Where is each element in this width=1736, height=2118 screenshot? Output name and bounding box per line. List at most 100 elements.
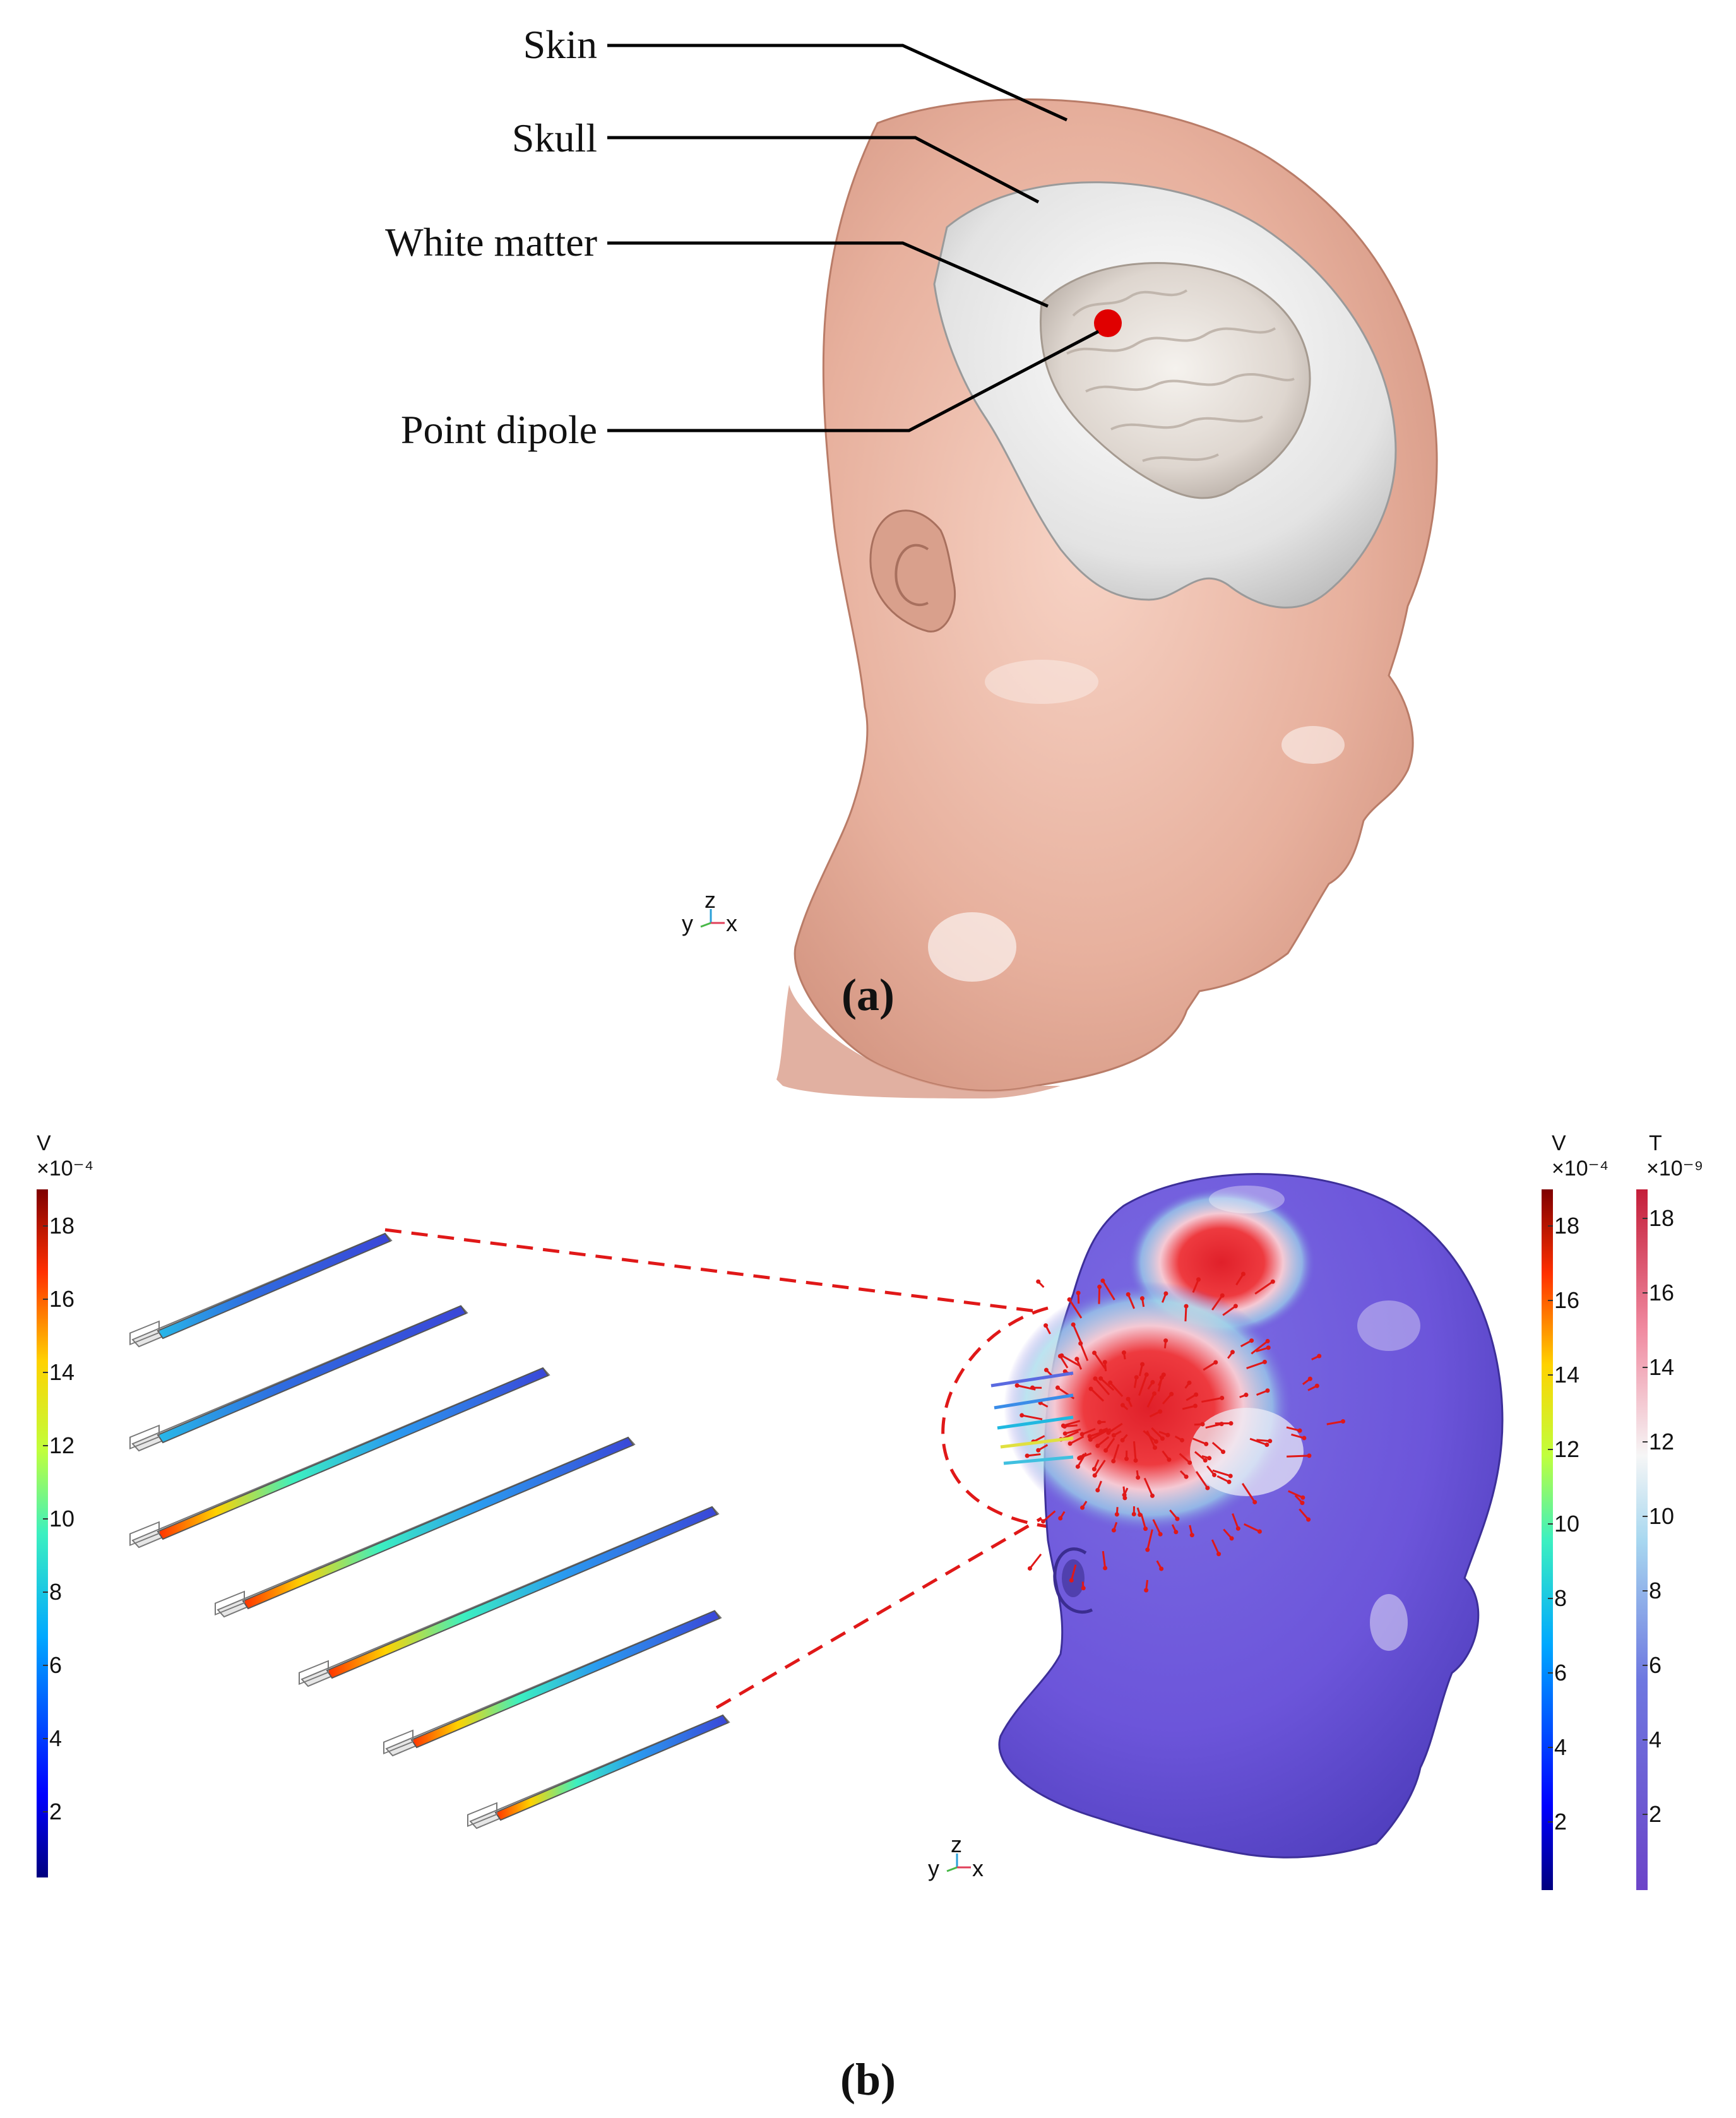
field-arrow-head: [1036, 1279, 1041, 1284]
field-arrow-head: [1158, 1409, 1163, 1414]
field-arrow-head: [1138, 1512, 1143, 1517]
field-arrow-head: [1102, 1360, 1107, 1365]
field-arrow-head: [1227, 1479, 1232, 1484]
field-arrow-head: [1075, 1464, 1080, 1469]
field-arrow: [1254, 1280, 1274, 1295]
field-arrow-head: [1220, 1293, 1225, 1298]
field-arrow-head: [1262, 1359, 1267, 1364]
field-arrow-head: [1268, 1439, 1273, 1444]
field-arrow-head: [1121, 1350, 1126, 1355]
field-arrow-head: [1100, 1278, 1105, 1283]
colorbar-right-v-scale: ×10⁻⁴: [1552, 1157, 1608, 1181]
colorbar-left-unit: V: [37, 1131, 51, 1155]
field-arrow: [1244, 1523, 1261, 1533]
field-arrow: [1094, 1377, 1110, 1396]
colorbar-right-v-tick-label: 14: [1554, 1362, 1579, 1388]
field-arrow-head: [1041, 1519, 1046, 1524]
field-arrow: [1192, 1279, 1199, 1293]
field-arrow: [1146, 1393, 1155, 1408]
field-arrow-head: [1027, 1566, 1032, 1571]
field-arrow: [1079, 1343, 1089, 1362]
field-arrow-head: [1212, 1472, 1217, 1477]
field-arrow-head: [1150, 1493, 1155, 1498]
field-arrow: [1069, 1436, 1085, 1445]
field-arrow-head: [1143, 1526, 1148, 1532]
field-arrow: [1286, 1426, 1300, 1432]
colorbar-right-v-unit: V: [1552, 1131, 1566, 1155]
field-arrow-head: [1111, 1458, 1116, 1463]
field-arrow-head: [1079, 1432, 1085, 1437]
field-arrow-head: [1229, 1536, 1234, 1541]
field-arrow: [1212, 1469, 1231, 1477]
axis-y-label: y: [682, 910, 693, 936]
field-arrow-head: [1163, 1338, 1168, 1343]
colorbar-left-tick-label: 6: [49, 1652, 62, 1678]
field-arrow-head: [1213, 1360, 1218, 1365]
axis-triad-b: y z x: [928, 1831, 984, 1881]
field-arrow: [1100, 1377, 1115, 1391]
field-arrow: [1195, 1471, 1209, 1489]
colorbar-left-scale: ×10⁻⁴: [37, 1157, 93, 1181]
field-arrow: [1026, 1453, 1041, 1457]
field-arrow-head: [1302, 1436, 1307, 1441]
field-arrow: [1072, 1324, 1083, 1345]
colorbar-right-t-tick-label: 6: [1649, 1652, 1662, 1678]
colorbar-right-t-tick-label: 16: [1649, 1280, 1674, 1306]
field-arrow-head: [1126, 1292, 1131, 1297]
field-arrow-head: [1265, 1338, 1270, 1343]
field-arrow-head: [1103, 1566, 1108, 1571]
field-arrow: [1105, 1437, 1115, 1451]
field-arrow-head: [1097, 1284, 1102, 1289]
field-arrow-head: [1207, 1456, 1212, 1461]
field-arrow: [1192, 1437, 1207, 1445]
sensor-array: [129, 1232, 730, 1829]
field-arrow-head: [1187, 1460, 1192, 1465]
field-arrow-head: [1265, 1388, 1270, 1393]
field-arrow: [1138, 1374, 1148, 1396]
colorbar-right-t-gradient: [1636, 1189, 1648, 1890]
field-arrow-head: [1169, 1391, 1174, 1396]
field-arrow: [1232, 1513, 1239, 1529]
sensor-strip: [129, 1305, 468, 1452]
field-arrow-head: [1059, 1353, 1064, 1358]
field-arrow: [1205, 1423, 1222, 1429]
axis-z-label-b: z: [951, 1831, 962, 1857]
field-arrow-head: [1158, 1532, 1163, 1537]
panel-a: Skin Skull White matter Point dipole y z…: [385, 22, 1438, 1098]
field-arrow-head: [1205, 1485, 1210, 1490]
field-arrow-head: [1228, 1473, 1233, 1478]
sensor-strip: [299, 1506, 720, 1687]
colorbar-right-t-tick-label: 14: [1649, 1354, 1674, 1380]
field-arrow: [1201, 1396, 1223, 1403]
field-arrow-head: [1095, 1443, 1100, 1448]
field-arrow-head: [1194, 1392, 1199, 1397]
field-arrow-head: [1095, 1488, 1100, 1493]
field-arrow-head: [1020, 1413, 1025, 1418]
field-arrow: [1077, 1452, 1087, 1467]
field-arrow-head: [1078, 1341, 1083, 1346]
field-arrow-head: [1153, 1445, 1158, 1450]
axis-triad-a: y z x: [682, 887, 737, 936]
colorbar-left-gradient: [37, 1189, 48, 1877]
field-arrow: [1256, 1439, 1270, 1443]
field-arrow-head: [1300, 1501, 1305, 1506]
field-arrow-head: [1114, 1512, 1119, 1517]
field-arrow-head: [1220, 1395, 1225, 1400]
field-arrow-head: [1341, 1419, 1346, 1424]
field-arrow-head: [1160, 1436, 1165, 1441]
colorbar-right-t-unit: T: [1649, 1131, 1662, 1155]
field-arrow: [1222, 1305, 1237, 1316]
field-arrow-head: [1080, 1505, 1085, 1510]
field-arrow: [1090, 1429, 1110, 1441]
field-arrow-head: [1088, 1437, 1093, 1442]
field-arrow: [1016, 1384, 1036, 1391]
field-arrow-head: [1219, 1422, 1224, 1427]
sensor-strip: [215, 1436, 636, 1618]
field-arrow-head: [1140, 1362, 1145, 1367]
sensor-strip: [383, 1610, 722, 1757]
